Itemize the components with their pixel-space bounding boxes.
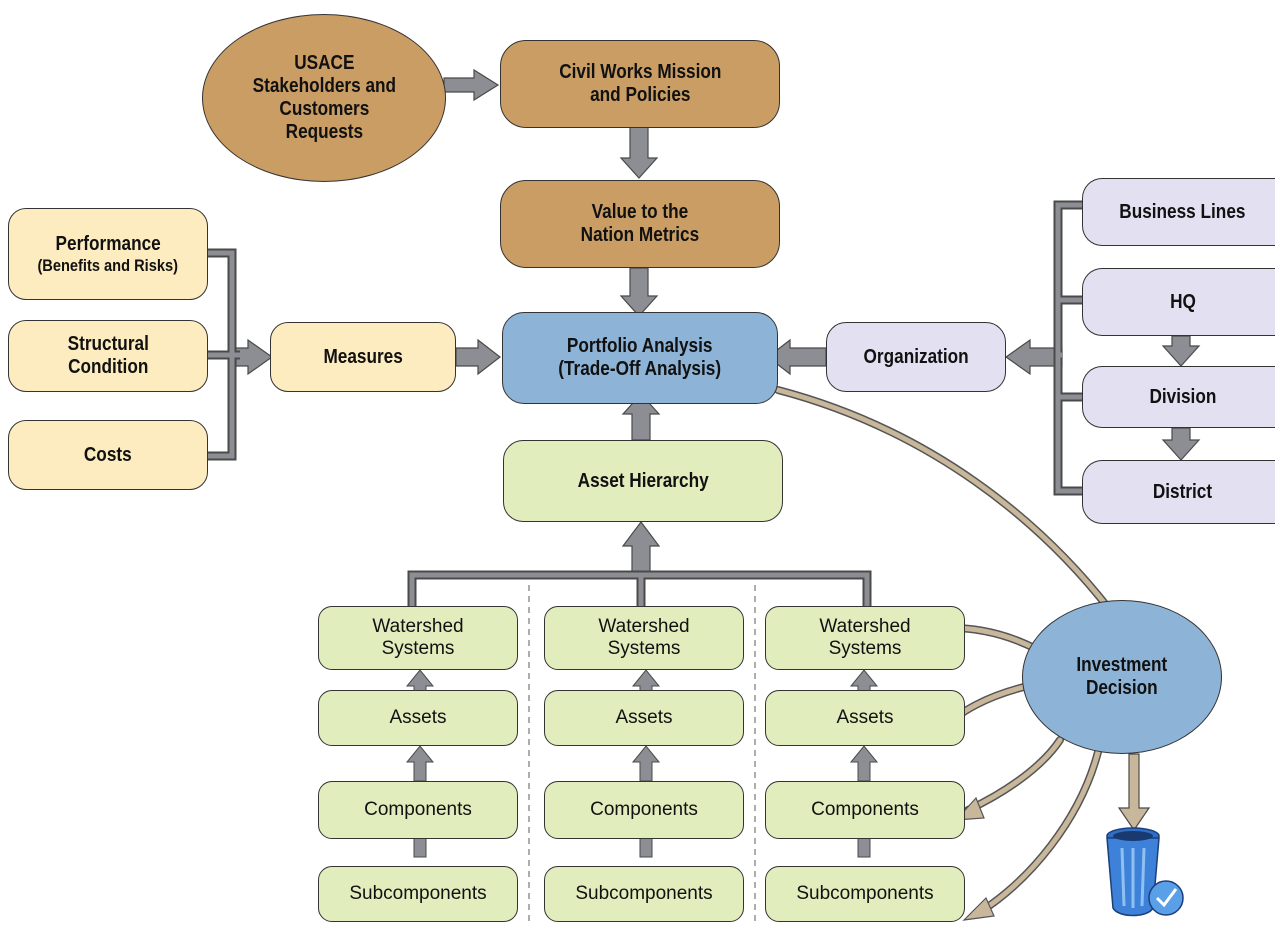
col3-watershed-systems: Watershed Systems [765,606,965,670]
curve-investment-to-subcomponents [977,749,1101,915]
col2-watershed-systems: Watershed Systems [544,606,744,670]
arrow-mission-to-value [619,125,659,179]
arrow-investment-to-trash [1117,753,1151,832]
col1-watershed-systems: Watershed Systems [318,606,518,670]
col3-assets-label: Assets [836,707,894,729]
col2-subcomponents: Subcomponents [544,866,744,922]
performance-label: Performance [55,232,161,255]
arrow-division-to-district [1161,427,1201,461]
usace-stakeholders-node: USACE Stakeholders and Customers Request… [202,14,446,182]
col1-assets-label: Assets [389,707,447,729]
costs-node: Costs [8,420,208,490]
performance-node: Performance (Benefits and Risks) [8,208,208,300]
arrow-hq-to-division [1161,335,1201,367]
hq-label: HQ [1169,290,1196,313]
col3-assets: Assets [765,690,965,746]
arrow-usace-to-mission [443,68,500,102]
col1-assets: Assets [318,690,518,746]
arrow-org-to-portfolio [767,338,827,376]
hq-node: HQ [1082,268,1275,336]
arrow-bracket-to-measures [235,338,274,376]
col2-assets-label: Assets [615,707,673,729]
col1-subcomponents: Subcomponents [318,866,518,922]
business-lines-node: Business Lines [1082,178,1275,246]
col2-components: Components [544,781,744,839]
district-label: District [1152,480,1213,503]
performance-sublabel: (Benefits and Risks) [37,255,179,275]
arrow-measures-to-portfolio [455,338,501,376]
col3-components: Components [765,781,965,839]
measures-node: Measures [270,322,456,392]
civil-works-mission-node: Civil Works Mission and Policies [500,40,780,128]
structural-condition-label: Structural Condition [67,333,149,378]
recycle-bin-icon [1106,827,1184,917]
col3-watershed-label: Watershed Systems [819,616,911,659]
col1-subcomponents-label: Subcomponents [349,883,487,905]
value-to-nation-node: Value to the Nation Metrics [500,180,780,268]
division-node: Division [1082,366,1275,428]
measures-label: Measures [323,345,403,368]
investment-decision-label: Investment Decision [1076,654,1168,699]
organization-label: Organization [863,345,969,368]
arrow-value-to-portfolio [619,267,659,317]
col3-subcomponents: Subcomponents [765,866,965,922]
value-to-nation-label: Value to the Nation Metrics [580,201,700,246]
col1-components-label: Components [364,799,472,821]
col2-components-label: Components [590,799,698,821]
asset-hierarchy-node: Asset Hierarchy [503,440,783,522]
col2-assets: Assets [544,690,744,746]
business-lines-label: Business Lines [1119,200,1246,223]
arrow-tree-to-asset [621,521,661,575]
costs-label: Costs [84,443,132,466]
portfolio-analysis-label: Portfolio Analysis (Trade-Off Analysis) [558,335,722,380]
asset-hierarchy-label: Asset Hierarchy [577,469,709,492]
structural-condition-node: Structural Condition [8,320,208,392]
usace-stakeholders-label: USACE Stakeholders and Customers Request… [252,52,396,143]
col2-watershed-label: Watershed Systems [598,616,690,659]
civil-works-mission-label: Civil Works Mission and Policies [558,61,722,106]
curve-portfolio-to-investment [775,387,1113,613]
organization-node: Organization [826,322,1006,392]
arrow-asset-to-portfolio [621,393,661,441]
col1-watershed-label: Watershed Systems [372,616,464,659]
col1-components: Components [318,781,518,839]
col2-subcomponents-label: Subcomponents [575,883,713,905]
col3-subcomponents-label: Subcomponents [796,883,934,905]
investment-decision-node: Investment Decision [1022,600,1222,754]
portfolio-analysis-node: Portfolio Analysis (Trade-Off Analysis) [502,312,778,404]
col3-components-label: Components [811,799,919,821]
district-node: District [1082,460,1275,524]
division-label: Division [1149,385,1216,408]
